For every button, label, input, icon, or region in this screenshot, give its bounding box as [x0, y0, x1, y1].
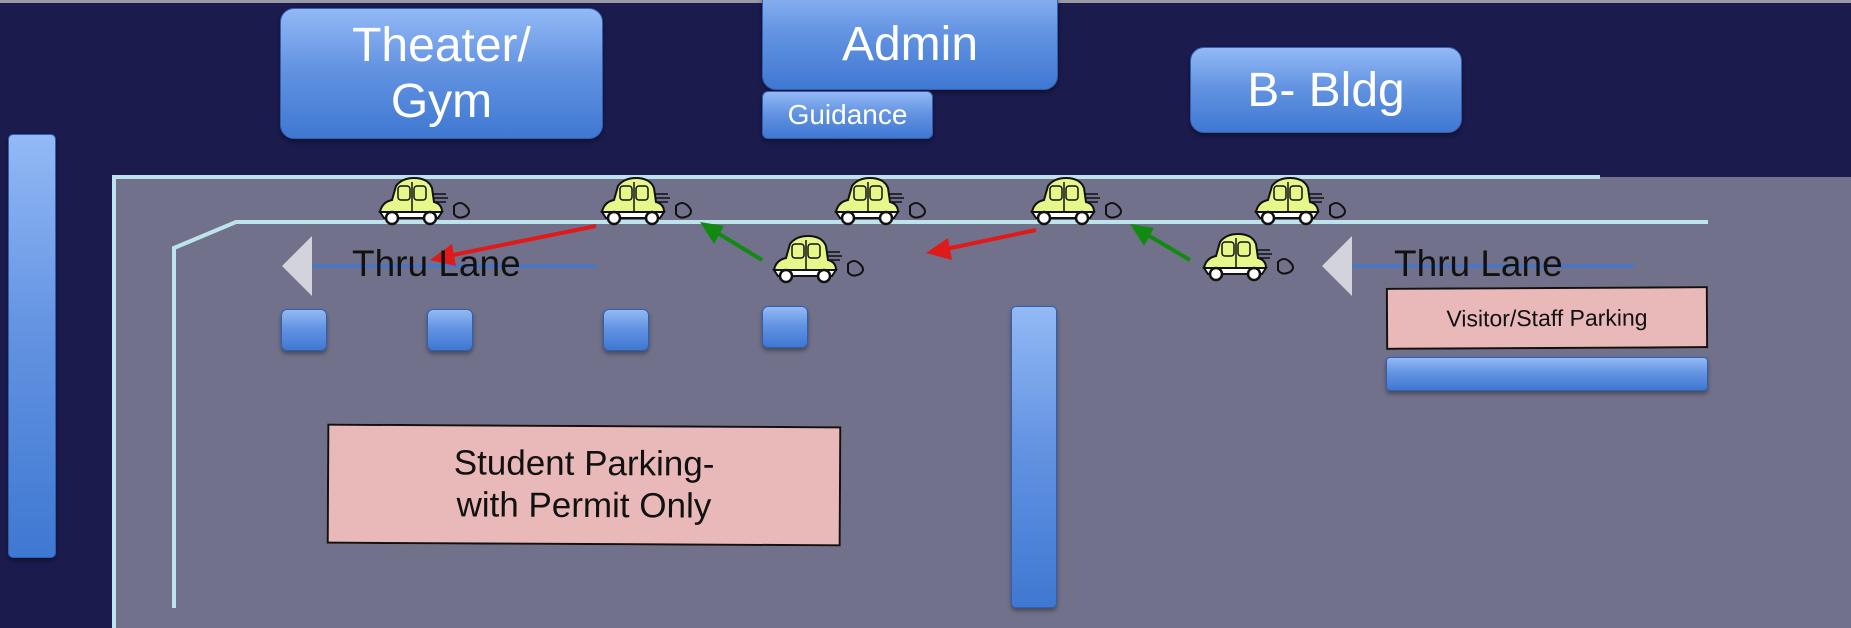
car-icon [1030, 176, 1123, 226]
building-theater-gym: Theater/ Gym [280, 8, 603, 139]
visitor-staff-parking-sign: Visitor/Staff Parking [1385, 286, 1709, 350]
left-vertical-block [8, 134, 56, 558]
thru-lane-right-label: Thru Lane [1394, 243, 1563, 284]
building-theater-gym-label: Theater/ Gym [352, 18, 531, 128]
lane-arrow-icon [1322, 236, 1352, 296]
building-b-bldg-label: B- Bldg [1247, 63, 1405, 117]
car-icon [772, 234, 865, 284]
parking-lot-surface [114, 177, 1851, 628]
parking-block-2 [427, 309, 473, 351]
parking-block-3 [603, 309, 649, 351]
student-parking-line-1: Student Parking- [453, 443, 715, 484]
car-icon [834, 176, 927, 226]
outer-curb [112, 175, 1600, 628]
student-parking-line-2: with Permit Only [456, 485, 712, 526]
exit-arrow-icon [430, 224, 597, 266]
building-admin-label: Admin [841, 17, 979, 71]
entry-arrow-icon [700, 222, 764, 262]
parking-block-1 [281, 309, 327, 351]
thru-lane-left-label: Thru Lane [352, 243, 521, 284]
building-admin: Admin [762, 0, 1058, 90]
car-icon [1254, 176, 1347, 226]
car-icon [1202, 232, 1295, 282]
building-b-bldg: B- Bldg [1190, 47, 1462, 133]
building-guidance-label: Guidance [787, 99, 908, 130]
visitor-staff-parking-label: Visitor/Staff Parking [1446, 303, 1648, 332]
visitor-staff-block [1386, 357, 1708, 391]
center-vertical-island [1011, 306, 1057, 608]
student-parking-sign: Student Parking- with Permit Only [326, 423, 842, 547]
building-guidance: Guidance [762, 91, 933, 139]
entry-arrow-icon [1130, 224, 1192, 262]
lane-arrow-icon [282, 236, 312, 296]
car-icon [600, 176, 693, 226]
inner-curb [172, 220, 1708, 608]
car-icon [378, 176, 471, 226]
exit-arrow-icon [926, 228, 1037, 260]
parking-block-4 [762, 306, 808, 348]
